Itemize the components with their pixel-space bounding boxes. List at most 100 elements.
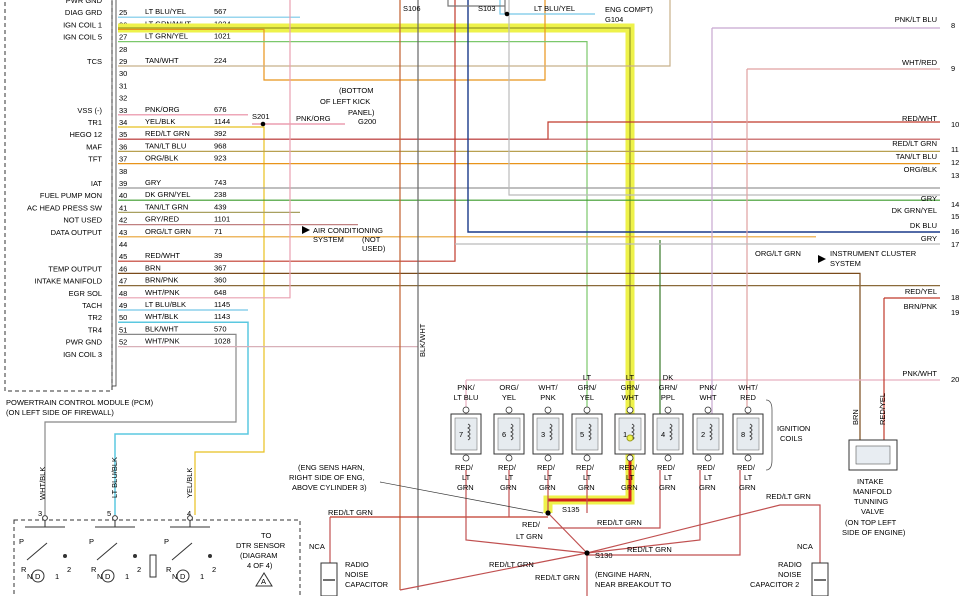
pcm-circuit-number: 224	[214, 56, 227, 65]
dtr-one-label: 1	[200, 572, 204, 581]
harness-wire-label-1: RED/LT GRN	[328, 508, 373, 517]
coil-terminal-top	[744, 406, 752, 414]
pcm-wire-color: DK GRN/YEL	[145, 190, 190, 199]
coil-bottom-label: GRN	[500, 483, 517, 492]
s103-wire-label: LT BLU/YEL	[534, 4, 575, 13]
coil-inner	[696, 417, 720, 451]
right-wire-color-label: ORG/BLK	[904, 165, 937, 174]
wire-gry	[508, 0, 940, 196]
dtr-box	[13, 519, 301, 596]
coil-wire-label: ORG/	[499, 383, 519, 392]
s201-wire-label: PNK/ORG	[296, 114, 331, 123]
pcm-pin-number: 49	[119, 301, 127, 310]
wire-45	[118, 0, 456, 262]
harness-s135-s130	[547, 512, 588, 554]
coil-terminal-top	[544, 406, 552, 414]
pcm-wire-color: BRN/PNK	[145, 276, 178, 285]
harness-coil7	[465, 470, 588, 554]
imrc-redyel-label: RED/YEL	[878, 393, 887, 425]
right-wire-number: 10	[951, 120, 959, 129]
wires	[44, 0, 940, 596]
ic-label-1: INSTRUMENT CLUSTER	[830, 249, 917, 258]
coil-bottom-label: GRN	[578, 483, 595, 492]
pcm-pin-label: INTAKE MANIFOLD	[35, 277, 103, 286]
coil-number: 8	[741, 430, 745, 439]
wire-tcs	[118, 0, 671, 67]
pcm-wire-color: TAN/WHT	[145, 56, 179, 65]
dtr-n-label: N	[97, 572, 102, 581]
pcm-pin-number: 41	[119, 203, 127, 212]
coil-bottom-label: RED/	[455, 463, 474, 472]
ac-arrow	[302, 226, 310, 234]
radio-cap2-label-1: RADIO	[778, 560, 802, 569]
g200-label: G200	[358, 117, 376, 126]
right-wire-number: 9	[951, 64, 955, 73]
wire-tr4	[44, 333, 237, 515]
pcm-pin-label: FUEL PUMP MON	[40, 191, 102, 200]
radio-cap2-label-3: CAPACITOR 2	[750, 580, 799, 589]
coil-wire-label: WHT	[621, 393, 638, 402]
pcm-pin-label: HEGO 12	[69, 130, 102, 139]
dtr-to-4: 4 OF 4)	[247, 561, 273, 570]
pcm-pin-label: IGN COIL 3	[63, 350, 102, 359]
harness-wire-label-3: LT GRN	[516, 532, 543, 541]
pcm-pin-label: PWR GND	[66, 338, 103, 347]
pcm-circuit-number: 1021	[214, 32, 231, 41]
pcm-pin-label: TACH	[82, 301, 102, 310]
s135-splice-dot	[545, 510, 551, 516]
pcm-pin-number: 28	[119, 45, 127, 54]
coil-bottom-label: RED/	[498, 463, 517, 472]
right-wire-number: 15	[951, 212, 959, 221]
ac-label-1: AIR CONDITIONING	[313, 226, 383, 235]
dtr-pole	[63, 554, 67, 558]
coil-bottom-label: GRN	[739, 483, 756, 492]
coil-wire-label: DK	[663, 373, 673, 382]
pcm-circuit-number: 392	[214, 129, 227, 138]
coil-wire-label: LT	[626, 373, 635, 382]
pcm-pin-number: 42	[119, 216, 127, 225]
coil-wire-label: GRN/	[578, 383, 598, 392]
dtr-p-label: P	[164, 537, 169, 546]
coil-wire-label: WHT/	[538, 383, 558, 392]
coil-wire-label: WHT/	[738, 383, 758, 392]
dtr-ref-triangle	[255, 572, 273, 587]
coil-bottom-label: RED/	[537, 463, 556, 472]
right-wire-number: 11	[951, 145, 959, 154]
coil-wire-label: YEL	[502, 393, 516, 402]
pcm-pin-label: TCS	[87, 57, 102, 66]
eng-harness-note-2: RIGHT SIDE OF ENG,	[289, 473, 365, 482]
dtr-one-label: 1	[125, 572, 129, 581]
harness-coil2	[586, 470, 701, 554]
coil-bottom-label: RED/	[619, 463, 638, 472]
nca-label-1: NCA	[309, 542, 325, 551]
ic-label-2: SYSTEM	[830, 259, 861, 268]
imrc-label-6: SIDE OF ENGINE)	[842, 528, 906, 537]
pcm-wire-color: WHT/PNK	[145, 288, 180, 297]
pcm-wire-color: WHT/PNK	[145, 337, 180, 346]
dtr-d-label: D	[35, 572, 41, 581]
pcm-circuit-number: 1145	[214, 300, 230, 309]
pcm-circuit-number: 360	[214, 276, 227, 285]
s106-label: S106	[403, 4, 421, 13]
imrc-label-2: MANIFOLD	[853, 487, 892, 496]
coil-bottom-label: GRN	[621, 483, 638, 492]
pcm-circuit-number: 1101	[214, 215, 230, 224]
wire-tr1	[118, 126, 265, 515]
wire-ign-coil-1	[118, 27, 631, 420]
coil-winding-icon	[709, 423, 713, 441]
dtr-pole	[208, 554, 212, 558]
harness-to-cap1	[399, 552, 588, 591]
right-wire-color-label: PNK/WHT	[902, 369, 937, 378]
coil-inner	[497, 417, 521, 451]
coil-bottom-label: LT	[744, 473, 753, 482]
right-wire-color-label: GRY	[921, 194, 937, 203]
coil-terminal-bottom	[544, 454, 552, 462]
dtr-terminal	[187, 515, 193, 521]
s201-splice-dot	[260, 121, 266, 127]
ignition-coils-label-1: IGNITION	[777, 424, 810, 433]
pcm-wire-color: GRY/RED	[145, 215, 180, 224]
